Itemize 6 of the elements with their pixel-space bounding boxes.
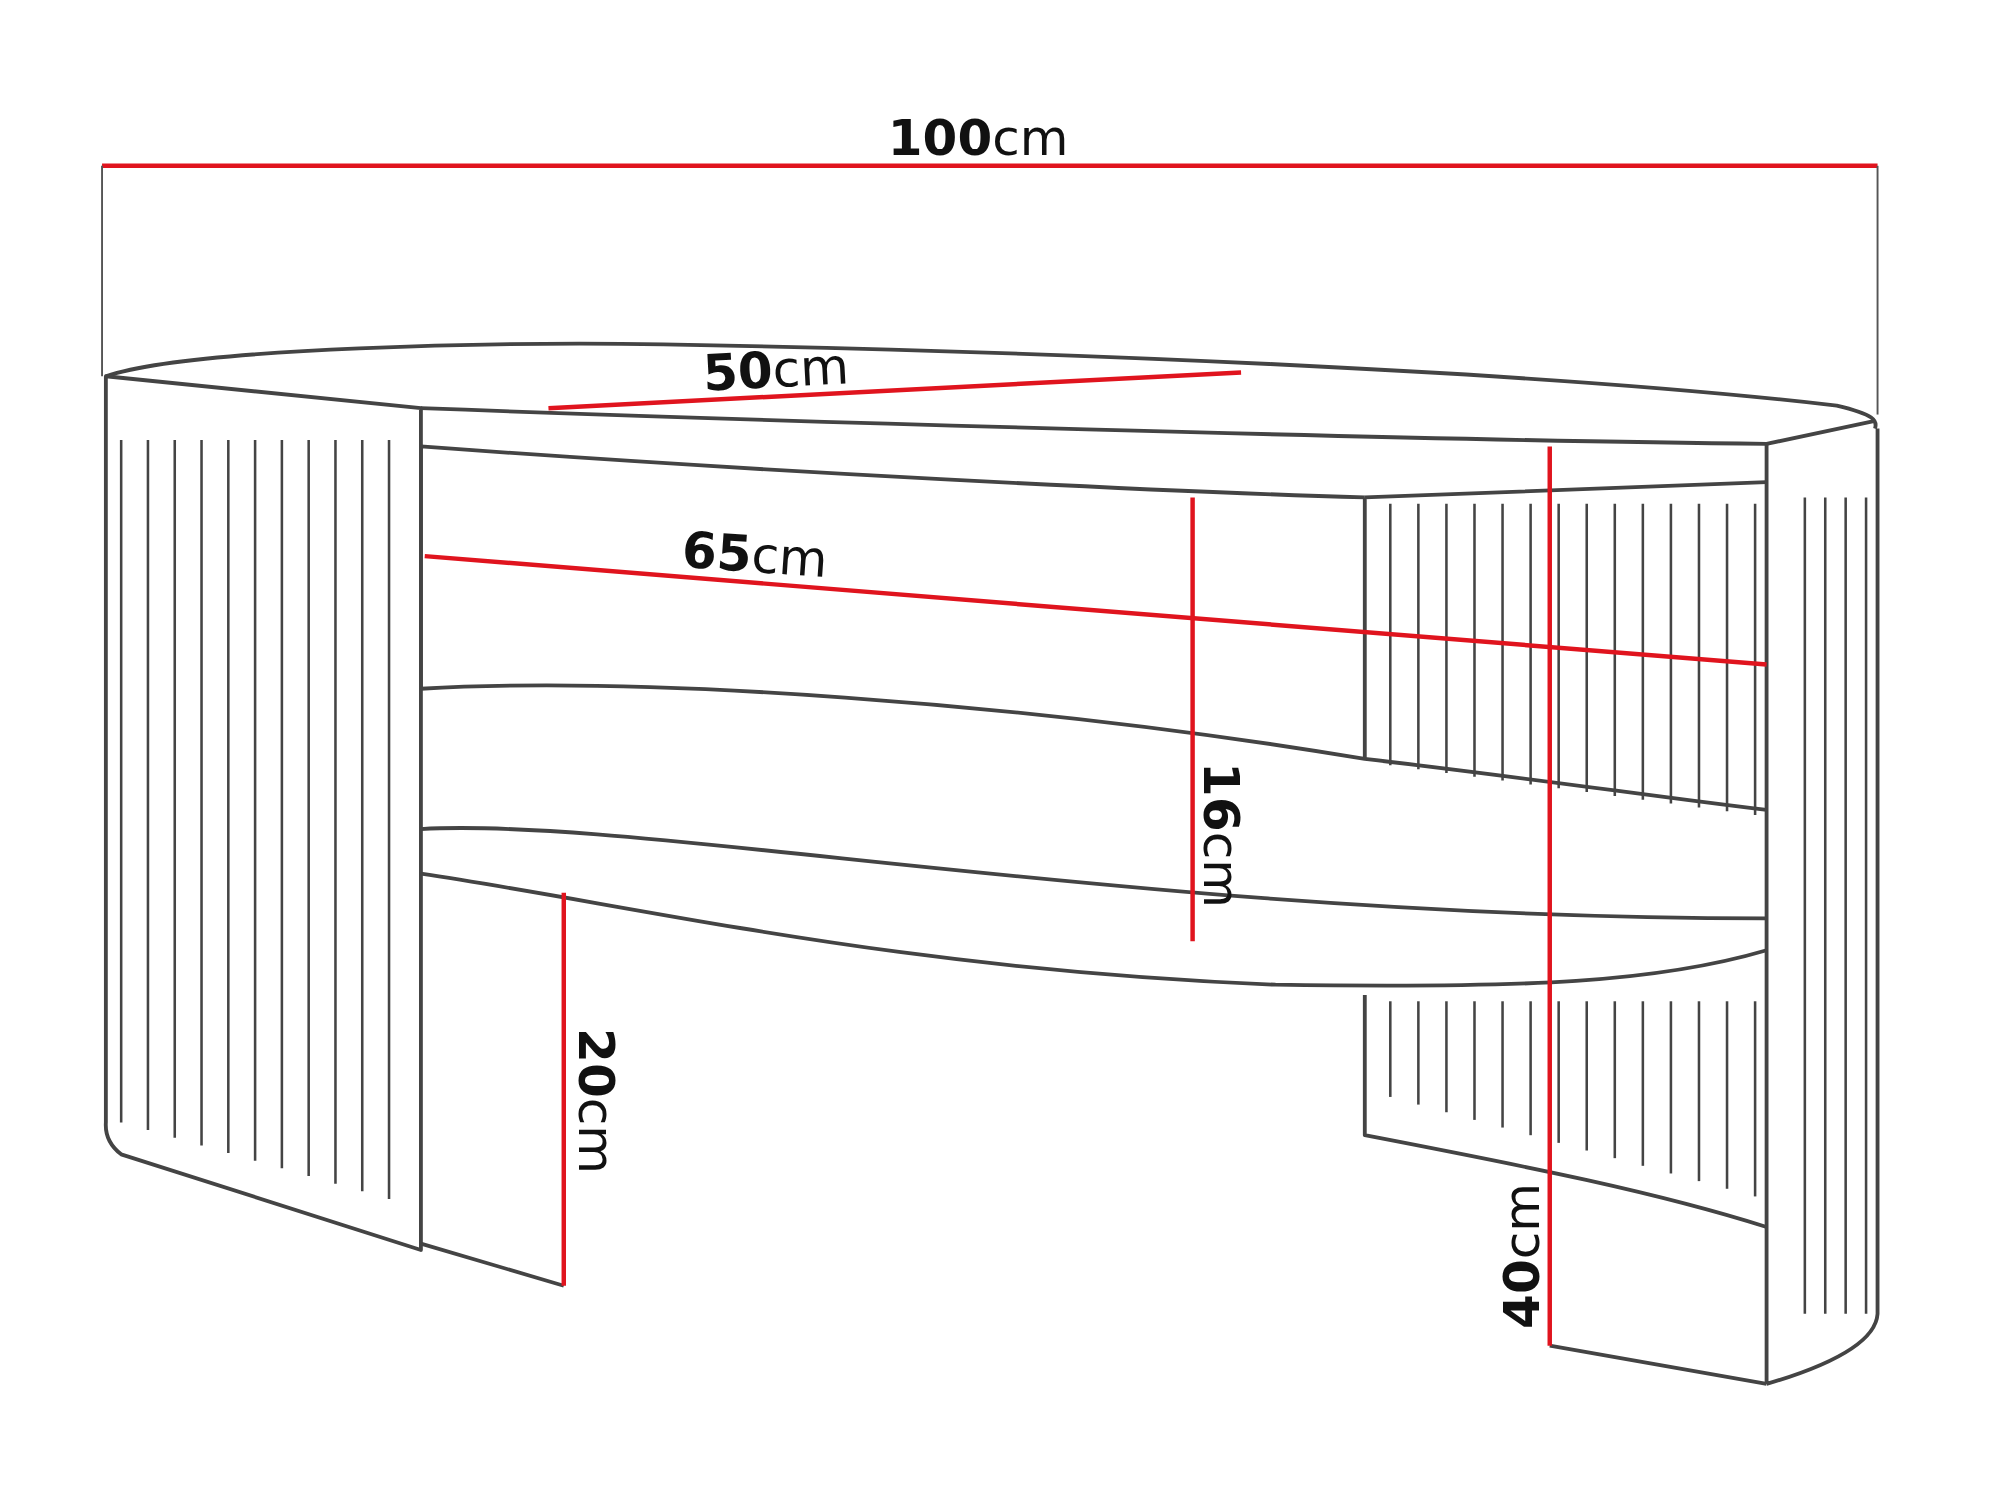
dimension-label: 16cm	[1195, 762, 1246, 909]
dimension-label: 40cm	[1496, 1183, 1547, 1330]
dimension-label: 50cm	[701, 341, 850, 399]
dimension-label: 20cm	[570, 1027, 621, 1174]
dimension-label: 100cm	[887, 112, 1069, 163]
dimension-label: 65cm	[680, 524, 830, 585]
